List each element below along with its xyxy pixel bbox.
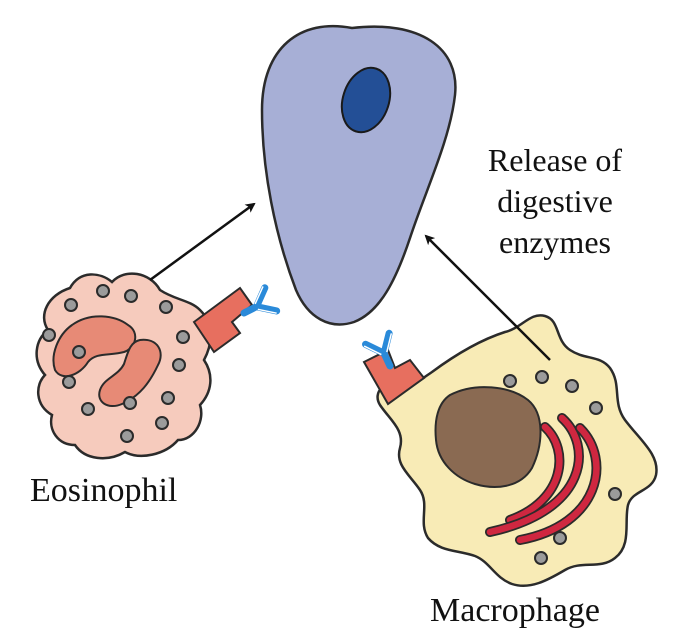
granule bbox=[81, 402, 95, 416]
granule bbox=[565, 379, 579, 393]
granule bbox=[608, 487, 622, 501]
granule bbox=[123, 396, 137, 410]
granule bbox=[124, 289, 138, 303]
granule bbox=[72, 345, 86, 359]
fc-receptor-icon bbox=[192, 286, 254, 354]
eosinophil-nucleus-lobe bbox=[98, 338, 162, 408]
macrophage-cell bbox=[362, 314, 658, 587]
granule bbox=[589, 401, 603, 415]
granule bbox=[534, 551, 548, 565]
macrophage-nucleus bbox=[434, 386, 542, 488]
eosinophil-nucleus-lobe bbox=[52, 315, 137, 378]
parasite-nucleus bbox=[340, 66, 392, 134]
granule bbox=[172, 358, 186, 372]
release-label-line: enzymes bbox=[499, 224, 611, 260]
granule bbox=[176, 330, 190, 344]
release-of-enzymes-label: Release of digestive enzymes bbox=[455, 140, 655, 263]
granule bbox=[64, 298, 78, 312]
arrow-icon bbox=[424, 234, 551, 361]
arrow-icon bbox=[149, 202, 256, 282]
granule bbox=[535, 370, 549, 384]
eosinophil-granules bbox=[42, 284, 190, 443]
granule bbox=[96, 284, 110, 298]
release-label-line: Release of bbox=[487, 142, 623, 178]
endoplasmic-reticulum bbox=[485, 413, 602, 545]
granule bbox=[120, 429, 134, 443]
granule bbox=[42, 328, 56, 342]
granule bbox=[161, 391, 175, 405]
parasite-cell bbox=[260, 24, 457, 326]
granule bbox=[503, 374, 517, 388]
macrophage-granules bbox=[503, 370, 622, 565]
macrophage-label: Macrophage bbox=[430, 592, 600, 629]
granule bbox=[155, 416, 169, 430]
parasite-body bbox=[260, 24, 457, 326]
granule bbox=[553, 531, 567, 545]
release-label-line: digestive bbox=[497, 183, 613, 219]
eosinophil-cell bbox=[35, 272, 254, 460]
granule bbox=[62, 375, 76, 389]
eosinophil-label: Eosinophil bbox=[30, 472, 178, 509]
granule bbox=[159, 300, 173, 314]
